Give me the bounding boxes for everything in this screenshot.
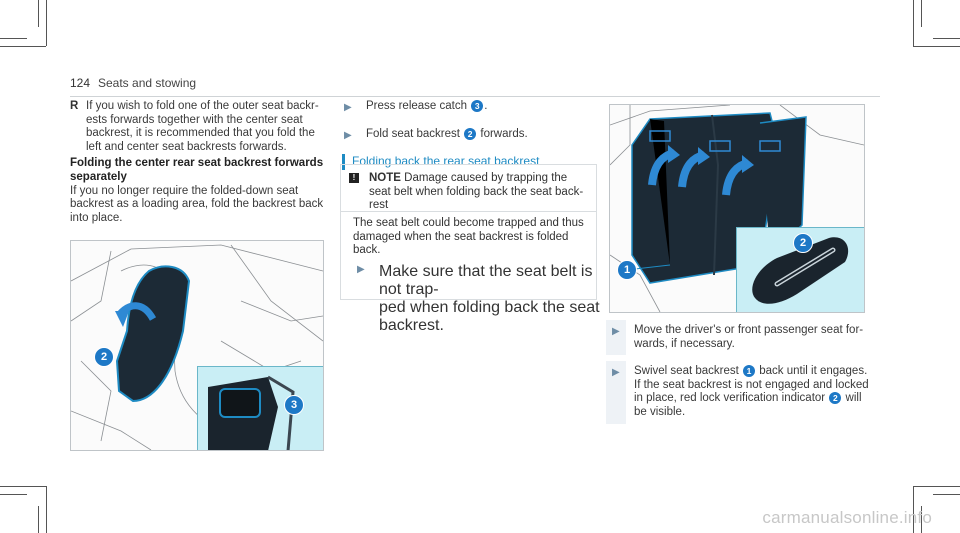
step-line: Move the driver's or front passenger sea…	[634, 324, 864, 336]
warning-icon: !	[349, 173, 359, 183]
step-item: ▶ Fold seat backrest 2 forwards.	[340, 127, 595, 142]
bullet-item: R If you wish to fold one of the outer s…	[70, 100, 325, 154]
figure-seat-fold-back: 1 2	[609, 104, 865, 313]
bullet-mark: R	[70, 100, 79, 112]
step-text: in place, red lock verification indicato…	[634, 392, 826, 405]
crop-mark	[921, 506, 922, 533]
crop-mark	[933, 494, 960, 495]
crop-mark	[0, 46, 46, 47]
step-line: If the seat backrest is not engaged and …	[634, 378, 869, 391]
crop-mark	[921, 0, 922, 27]
callout-2: 2	[793, 233, 813, 253]
note-line: seat belt when folding back the seat bac…	[369, 185, 584, 198]
paragraph-line: If you no longer require the folded-down…	[70, 184, 299, 197]
step-bar	[606, 320, 626, 356]
seat-illustration-1	[71, 244, 323, 450]
subheading-line: separately	[70, 170, 127, 183]
crop-mark	[913, 46, 960, 47]
step-suffix: .	[484, 100, 488, 112]
callout-ref-3: 3	[471, 100, 484, 112]
note-step-line: Make sure that the seat belt is not trap…	[379, 263, 593, 298]
step-arrow-icon: ▶	[357, 264, 365, 275]
note-label: NOTE	[369, 172, 401, 184]
step-item: ▶ Press release catch 3.	[340, 100, 595, 114]
callout-3: 3	[284, 395, 304, 415]
crop-mark	[0, 494, 27, 495]
step-item: ▶ Move the driver's or front passenger s…	[606, 320, 878, 356]
note-body-line: The seat belt could become trapped and t…	[353, 217, 584, 229]
callout-ref-2: 2	[464, 127, 477, 140]
step-line: wards, if necessary.	[634, 337, 735, 350]
page-header: 124 Seats and stowing	[70, 74, 880, 97]
step-arrow-icon: ▶	[612, 326, 620, 337]
figure-seat-fold-forward: 2 3	[70, 240, 324, 451]
bullet-line: If you wish to fold one of the outer sea…	[86, 100, 319, 112]
crop-mark	[0, 38, 27, 39]
paragraph-line: backrest as a loading area, fold the bac…	[70, 198, 324, 211]
page-number: 124	[70, 76, 91, 90]
note-line: rest	[369, 199, 389, 212]
note-body: The seat belt could become trapped and t…	[353, 217, 591, 258]
note-step: ▶ Make sure that the seat belt is not tr…	[353, 263, 615, 335]
subheading: Folding the center rear seat backrest fo…	[70, 157, 325, 184]
step-text: Press release catch	[366, 100, 467, 112]
bullet-line: left and center seat backrests forwards.	[86, 140, 287, 153]
step-text: Fold seat backrest	[366, 127, 460, 140]
step-text: will	[845, 392, 862, 405]
crop-mark	[0, 486, 46, 487]
section-name: Seats and stowing	[98, 76, 197, 90]
bullet-line: ests forwards together with the center s…	[86, 113, 303, 126]
callout-2: 2	[94, 347, 114, 367]
crop-mark	[913, 486, 960, 487]
step-text: Swivel seat backrest	[634, 365, 739, 378]
crop-mark	[46, 486, 47, 533]
note-text: NOTE Damage caused by trapping the seat …	[369, 172, 589, 213]
crop-mark	[933, 38, 960, 39]
step-arrow-icon: ▶	[344, 102, 352, 113]
release-catch-illustration	[208, 375, 295, 450]
step-arrow-icon: ▶	[612, 367, 620, 379]
subheading-line: Folding the center rear seat backrest fo…	[70, 157, 324, 170]
callout-ref-1: 1	[743, 365, 756, 378]
step-suffix: forwards.	[480, 127, 528, 140]
note-header: ! NOTE Damage caused by trapping the sea…	[341, 165, 596, 212]
step-item: ▶ Swivel seat backrest 1 back until it e…	[606, 361, 878, 424]
column-left: R If you wish to fold one of the outer s…	[70, 100, 325, 225]
callout-1: 1	[617, 260, 637, 280]
lock-indicator-illustration	[752, 237, 849, 304]
step-bar	[606, 361, 626, 424]
paragraph-line: into place.	[70, 211, 123, 224]
callout-ref-2: 2	[829, 392, 842, 405]
paragraph: If you no longer require the folded-down…	[70, 185, 325, 226]
crop-mark	[46, 0, 47, 46]
note-body-line: back.	[353, 244, 381, 257]
crop-mark	[913, 0, 914, 46]
section-title-bar	[342, 154, 345, 171]
watermark: carmanualsonline.info	[762, 508, 932, 527]
bullet-line: backrest, it is recommended that you fol…	[86, 127, 315, 140]
crop-mark	[913, 486, 914, 533]
step-arrow-icon: ▶	[344, 129, 352, 141]
note-body-line: damaged when the seat backrest is folded	[353, 230, 569, 243]
crop-mark	[38, 506, 39, 533]
note-line: Damage caused by trapping the	[404, 172, 568, 184]
footer: carmanualsonline.info	[0, 507, 960, 533]
detail-inset	[197, 366, 323, 450]
step-text: back until it engages.	[759, 365, 868, 378]
crop-mark	[38, 0, 39, 27]
note-box: ! NOTE Damage caused by trapping the sea…	[340, 164, 600, 334]
step-line: be visible.	[634, 405, 686, 418]
column-right: ▶ Move the driver's or front passenger s…	[606, 320, 878, 434]
note-step-line: ped when folding back the seat backrest.	[379, 299, 600, 334]
